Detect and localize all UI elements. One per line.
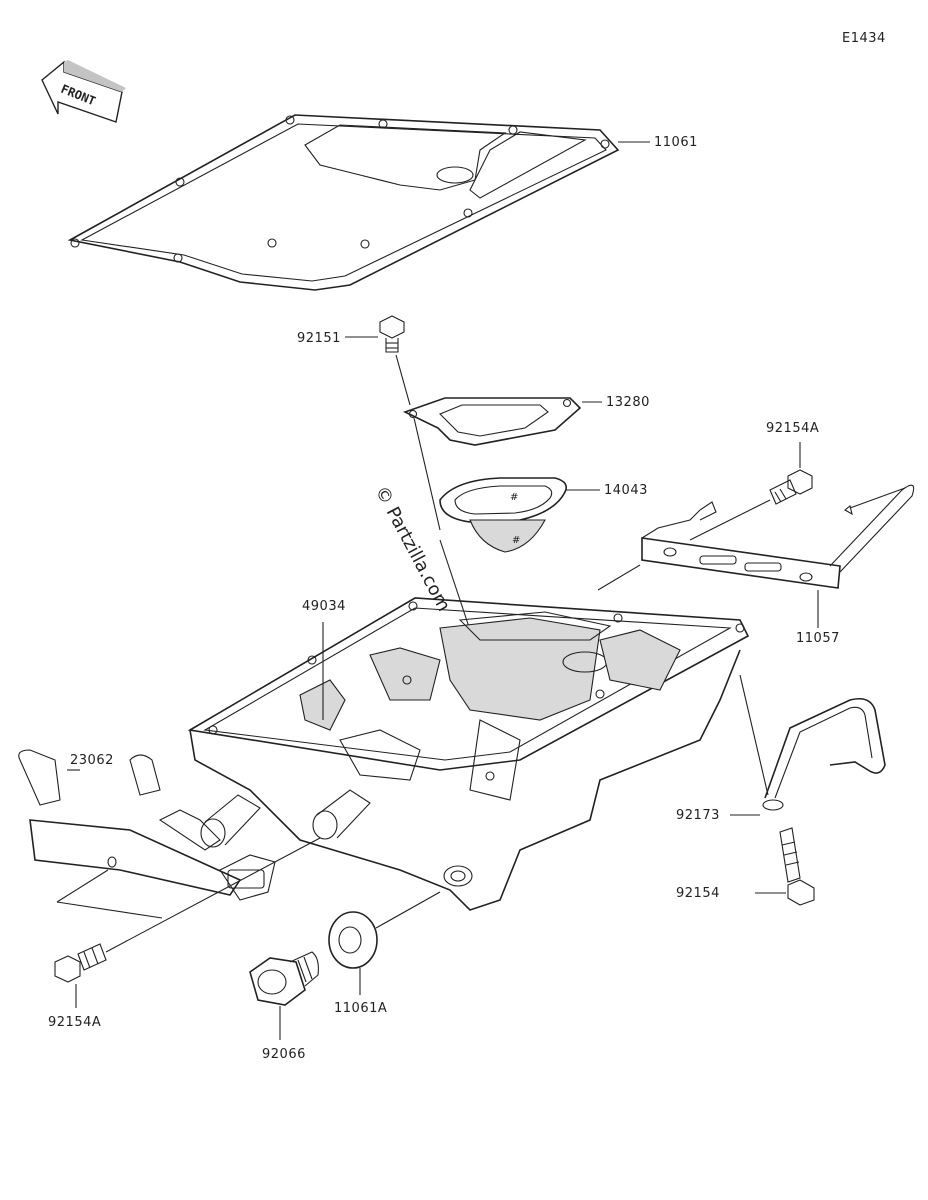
label-92154a-top: 92154A — [766, 421, 819, 436]
label-14043: 14043 — [604, 483, 648, 498]
label-13280: 13280 — [606, 395, 650, 410]
front-arrow-icon: FRONT — [41, 60, 126, 123]
label-23062: 23062 — [70, 753, 114, 768]
oil-pan-49034 — [187, 597, 750, 911]
watermark: © Partzilla.com — [371, 482, 455, 615]
bolt-92154a-top — [689, 442, 813, 541]
clamp-92173 — [730, 674, 886, 816]
label-92173: 92173 — [676, 808, 720, 823]
label-92154a-bottom: 92154A — [48, 1015, 101, 1030]
gasket-13280 — [402, 397, 602, 446]
bolt-92154a-bottom — [54, 837, 321, 1008]
svg-text:#: # — [512, 535, 520, 546]
label-92151: 92151 — [297, 331, 341, 346]
label-11061: 11061 — [654, 135, 698, 150]
svg-text:#: # — [510, 492, 518, 503]
label-11057: 11057 — [796, 631, 840, 646]
label-11061a: 11061A — [334, 1001, 387, 1016]
gasket-11061 — [67, 114, 650, 291]
strainer-14043: # # — [439, 477, 600, 553]
diagram-code: E1434 — [842, 31, 886, 46]
pipe-23062 — [18, 749, 371, 919]
label-92154: 92154 — [676, 886, 720, 901]
label-92066: 92066 — [262, 1047, 306, 1062]
label-49034: 49034 — [302, 599, 346, 614]
bolt-92154 — [755, 827, 815, 906]
bracket-11057 — [597, 484, 915, 628]
washer-11061a — [328, 891, 441, 995]
drain-plug-92066 — [249, 951, 319, 1040]
bolt-92151 — [345, 315, 471, 631]
